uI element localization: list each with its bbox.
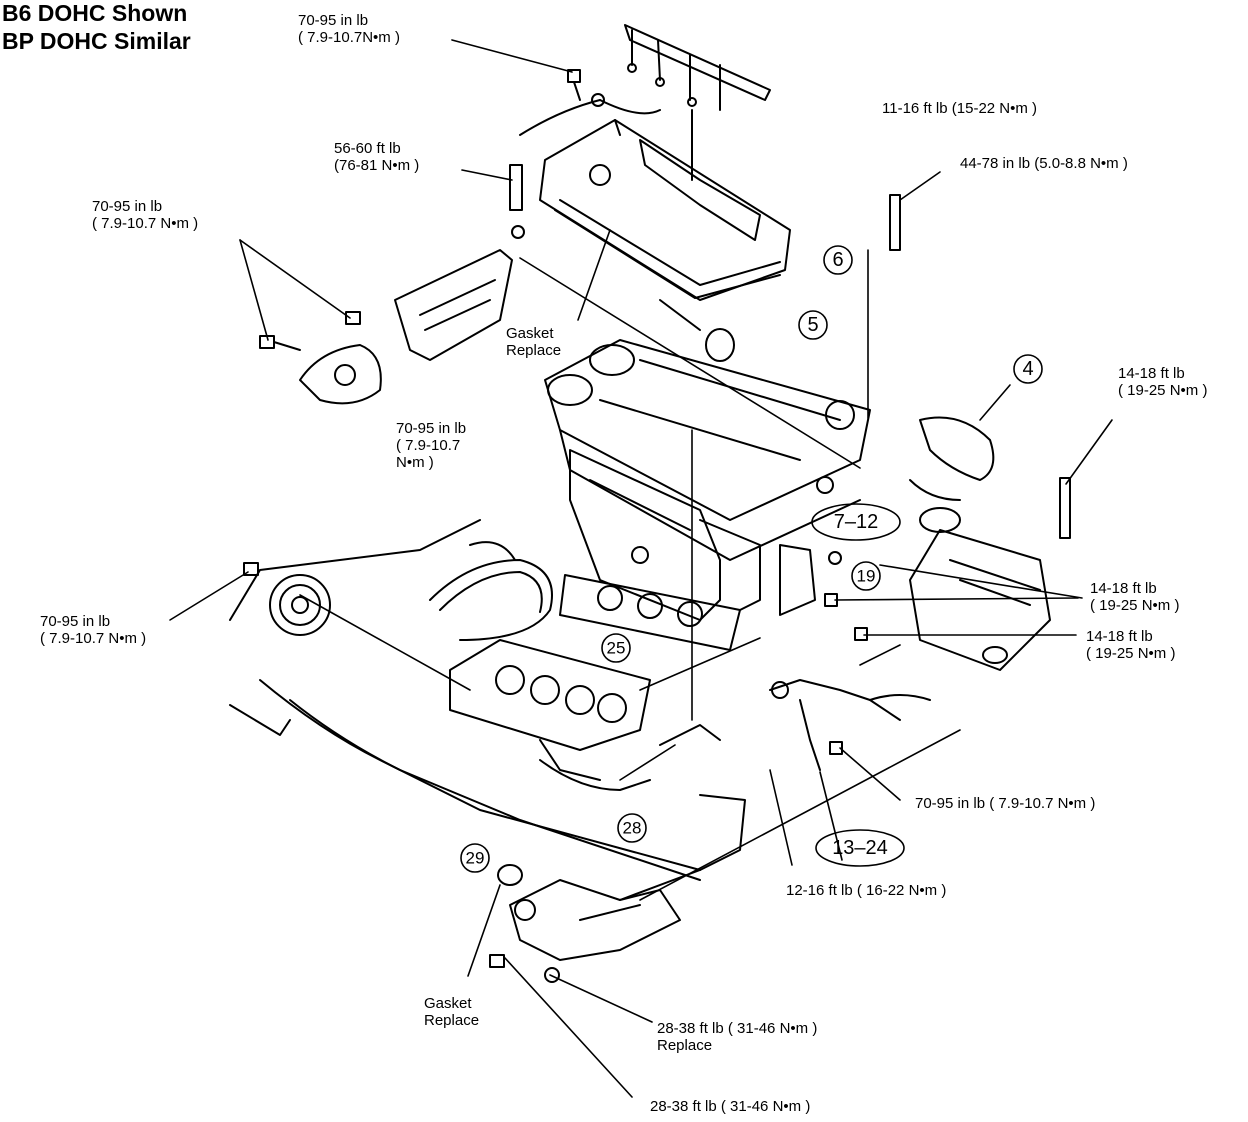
torque-label-t11: 70-95 in lb( 7.9-10.7 N•m ) — [40, 613, 147, 647]
harness — [769, 679, 931, 771]
cylinder-head — [544, 328, 871, 561]
intake-manifold — [569, 449, 761, 621]
callout-7-12: 7–12 — [834, 511, 879, 533]
bracket — [779, 544, 816, 616]
engine-block — [449, 639, 651, 781]
leader-lines — [169, 39, 1113, 1098]
air-cleaner — [909, 477, 1071, 671]
air-intake-hose — [909, 416, 995, 533]
torque-label-t5: 44-78 in lb (5.0-8.8 N•m ) — [960, 155, 1128, 172]
diagram-title-line1: B6 DOHC Shown — [2, 0, 188, 26]
torque-label-t2: 56-60 ft lb(76-81 N•m ) — [334, 140, 420, 174]
torque-label-t16: 28-38 ft lb ( 31-46 N•m ) — [650, 1098, 811, 1115]
timing-cover — [394, 164, 525, 361]
torque-label-t12: 70-95 in lb ( 7.9-10.7 N•m ) — [915, 795, 1096, 812]
hose-28 — [539, 724, 721, 791]
torque-label-t9: 14-18 ft lb( 19-25 N•m ) — [1090, 580, 1180, 614]
head-gasket — [559, 574, 741, 651]
torque-label-t1: 70-95 in lb( 7.9-10.7N•m ) — [298, 12, 400, 46]
crank-pulley — [243, 562, 331, 636]
subframe — [229, 519, 746, 881]
callout-28: 28 — [623, 819, 642, 838]
right-bolts — [824, 194, 901, 641]
diagram-title-line2: BP DOHC Similar — [2, 28, 191, 54]
torque-label-t13: 12-16 ft lb ( 16-22 N•m ) — [786, 882, 947, 899]
callout-13-24: 13–24 — [832, 837, 888, 859]
spark-plug-wires — [519, 24, 771, 181]
tensioner — [259, 311, 382, 405]
cylinder-head-cover — [539, 119, 791, 301]
torque-label-t4: 11-16 ft lb (15-22 N•m ) — [882, 100, 1038, 117]
bolt-top — [567, 69, 581, 101]
timing-belt — [429, 541, 553, 641]
callout-29: 29 — [466, 849, 485, 868]
exhaust-manifold — [489, 864, 701, 983]
callout-25: 25 — [607, 639, 626, 658]
callout-6: 6 — [832, 249, 843, 271]
callout-4: 4 — [1022, 358, 1033, 380]
callout-circles — [460, 245, 1043, 873]
cover-gasket — [554, 209, 781, 331]
torque-label-t10: 14-18 ft lb( 19-25 N•m ) — [1086, 628, 1176, 662]
torque-label-t8: 14-18 ft lb( 19-25 N•m ) — [1118, 365, 1208, 399]
callout-19: 19 — [857, 567, 876, 586]
torque-label-t3: 70-95 in lb( 7.9-10.7 N•m ) — [92, 198, 199, 232]
torque-label-t15: 28-38 ft lb ( 31-46 N•m )Replace — [657, 1020, 818, 1054]
callout-5: 5 — [807, 314, 818, 336]
